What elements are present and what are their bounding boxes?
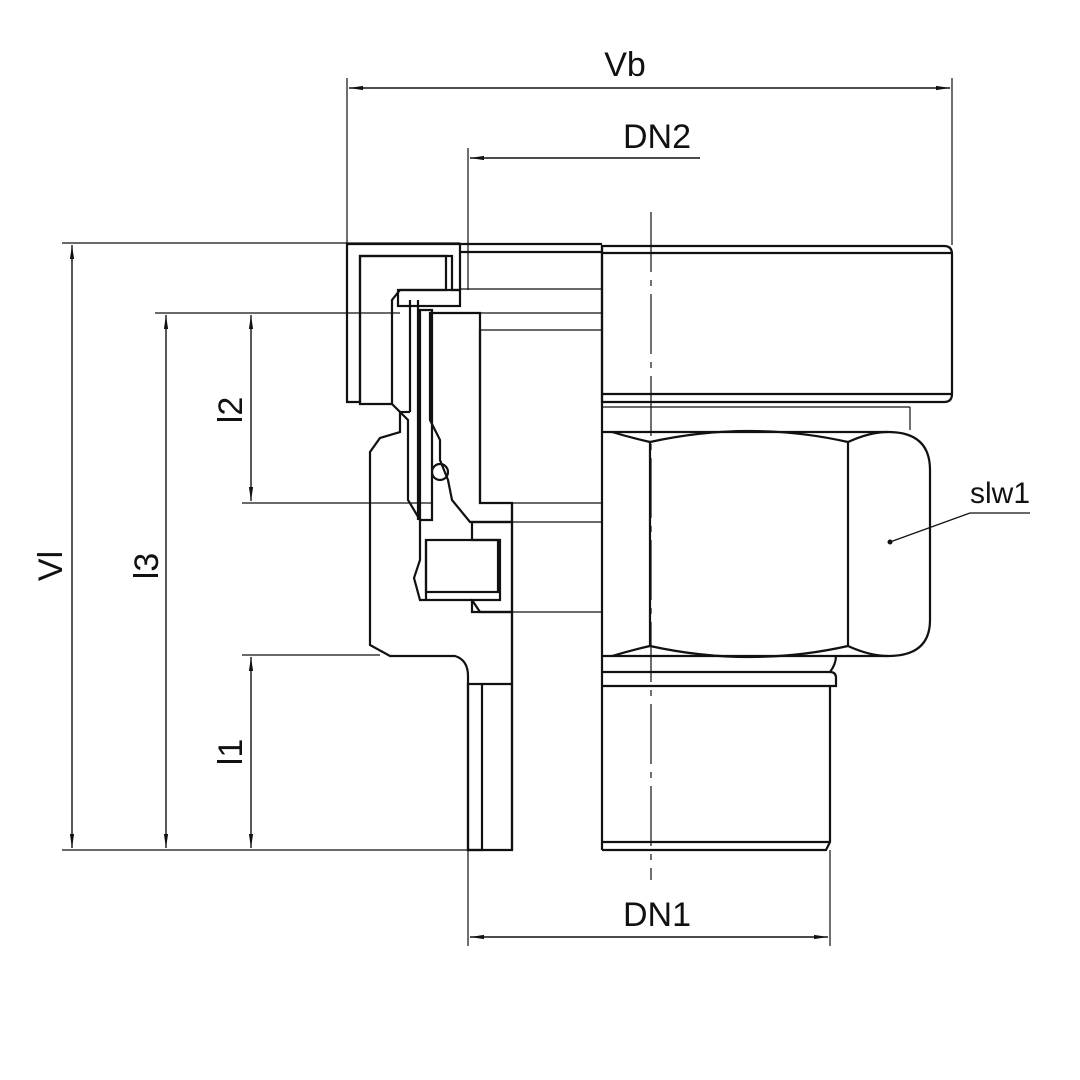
dimension-dn1 [467, 850, 831, 946]
insert-section [418, 308, 514, 524]
label-vl: Vl [32, 551, 70, 581]
male-thread-exterior [602, 655, 838, 852]
label-vb: Vb [604, 46, 646, 84]
label-dn2: DN2 [623, 118, 691, 156]
label-slw1: slw1 [970, 477, 1030, 510]
label-l2: l2 [212, 397, 250, 423]
body-section [368, 403, 514, 852]
leader-slw1 [887, 512, 1030, 545]
dimension-l1 [242, 654, 380, 848]
section-outline-details [400, 300, 420, 520]
seal-ring-section [424, 520, 514, 614]
dimension-l2 [242, 315, 432, 504]
hex-body-exterior [602, 429, 932, 659]
cap-nut-section [345, 242, 602, 406]
dimension-dn2 [467, 148, 700, 290]
label-dn1: DN1 [623, 896, 691, 934]
dimension-vb [346, 78, 953, 245]
dimension-vl [62, 242, 470, 851]
label-l3: l3 [128, 553, 166, 579]
cap-nut-exterior [600, 244, 954, 430]
label-l1: l1 [212, 739, 250, 765]
dimension-l3 [155, 312, 400, 848]
